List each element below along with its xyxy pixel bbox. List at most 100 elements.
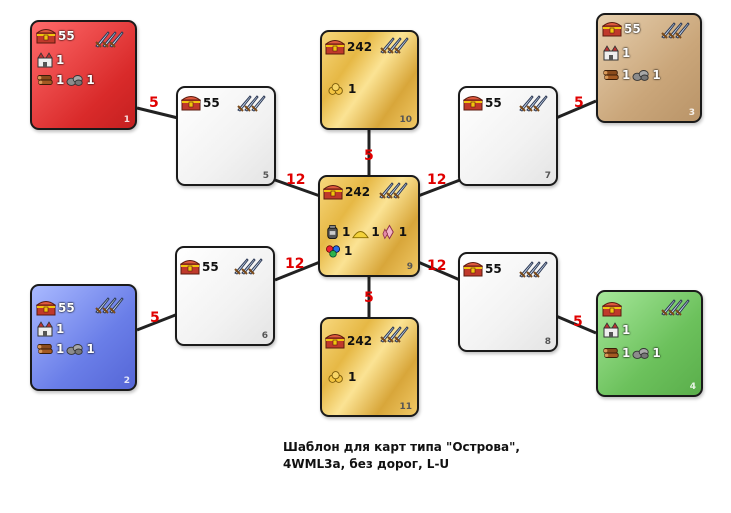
zone-number: 3 [688,108,695,118]
crossed-swords-icon [518,94,548,112]
zone-number: 6 [261,331,268,341]
zone-3: 55 1 1 1 3 [596,13,702,123]
link-1-5 [136,106,179,120]
zone-4: 1 1 1 4 [596,290,703,397]
treasure-value: 55 [203,95,220,110]
zone-11: 242 1 11 [320,317,419,417]
ore-count: 1 [652,346,661,360]
wood-logs-icon [36,341,54,357]
town-castle-icon [36,52,54,68]
treasure-chest-icon [181,94,201,111]
link-label-9-10: 5 [364,148,374,164]
treasure-value: 242 [347,39,373,54]
treasure-chest-icon [602,20,622,37]
treasure-value: 55 [202,259,219,274]
gold-count: 1 [348,82,357,96]
crossed-swords-icon [236,94,266,112]
treasure-chest-icon [463,94,483,111]
zone-1: 55 1 1 1 1 [30,20,137,130]
wood-count: 1 [622,68,631,82]
gold-coins-icon [328,369,346,385]
zone-9: 242 1 1 1 1 9 [318,175,420,277]
zone-number: 4 [689,382,696,392]
ore-rocks-icon [632,67,650,83]
wood-count: 1 [622,346,631,360]
town-count: 1 [622,323,631,337]
treasure-value: 55 [624,21,641,36]
mercury-flask-icon [325,224,340,240]
ore-rocks-icon [66,341,84,357]
treasure-chest-icon [325,38,345,55]
zone-number: 2 [123,376,130,386]
link-5-9 [274,178,321,198]
template-caption: Шаблон для карт типа "Острова", 4WML3a, … [283,439,520,473]
mercury-count: 1 [342,225,351,239]
zone-number: 10 [399,115,412,125]
link-label-4-8: 5 [573,314,583,330]
link-6-9 [274,260,321,282]
town-count: 1 [56,53,65,67]
treasure-value: 55 [58,300,75,315]
ore-count: 1 [86,342,95,356]
treasure-chest-icon [602,300,622,317]
zone-7: 55 7 [458,86,558,186]
wood-logs-icon [602,67,620,83]
sulfur-pile-icon [352,224,369,240]
crossed-swords-icon [379,36,409,54]
treasure-chest-icon [323,183,343,200]
gems-icon [325,243,342,259]
town-count: 1 [622,46,631,60]
ore-rocks-icon [632,345,650,361]
link-label-2-6: 5 [150,310,160,326]
ore-rocks-icon [66,72,84,88]
treasure-value: 55 [485,95,502,110]
wood-count: 1 [56,342,65,356]
zone-10: 242 1 10 [320,30,419,130]
treasure-chest-icon [325,332,345,349]
link-label-5-9: 12 [286,172,306,188]
treasure-chest-icon [36,299,56,316]
link-8-9 [417,260,461,282]
wood-logs-icon [36,72,54,88]
zone-number: 5 [262,171,269,181]
ore-count: 1 [86,73,95,87]
treasure-value: 55 [485,261,502,276]
treasure-chest-icon [463,260,483,277]
zone-number: 8 [544,337,551,347]
crossed-swords-icon [94,30,124,48]
link-label-3-7: 5 [574,95,584,111]
zone-2: 55 1 1 1 2 [30,284,137,391]
crossed-swords-icon [379,325,409,343]
town-count: 1 [56,322,65,336]
link-label-6-9: 12 [285,256,305,272]
crystal-icon [382,224,397,240]
treasure-value: 55 [58,28,75,43]
crystal-count: 1 [398,225,408,239]
crossed-swords-icon [378,181,408,199]
town-castle-icon [602,45,620,61]
town-castle-icon [602,322,620,338]
zone-number: 1 [123,115,130,125]
link-4-8 [555,314,597,335]
crossed-swords-icon [660,21,690,39]
caption-line-1: Шаблон для карт типа "Острова", [283,440,520,454]
crossed-swords-icon [233,257,263,275]
zone-number: 11 [399,402,412,412]
treasure-chest-icon [180,258,200,275]
treasure-value: 242 [345,184,371,199]
link-2-6 [136,312,179,332]
zone-5: 55 5 [176,86,276,186]
ore-count: 1 [652,68,661,82]
crossed-swords-icon [518,260,548,278]
wood-logs-icon [602,345,620,361]
sulfur-count: 1 [371,225,380,239]
treasure-chest-icon [36,27,56,44]
zone-8: 55 8 [458,252,558,352]
wood-count: 1 [56,73,65,87]
zone-number: 7 [544,171,551,181]
crossed-swords-icon [94,296,124,314]
zone-number: 9 [406,262,413,272]
crossed-swords-icon [660,298,690,316]
link-label-8-9: 12 [427,258,447,274]
